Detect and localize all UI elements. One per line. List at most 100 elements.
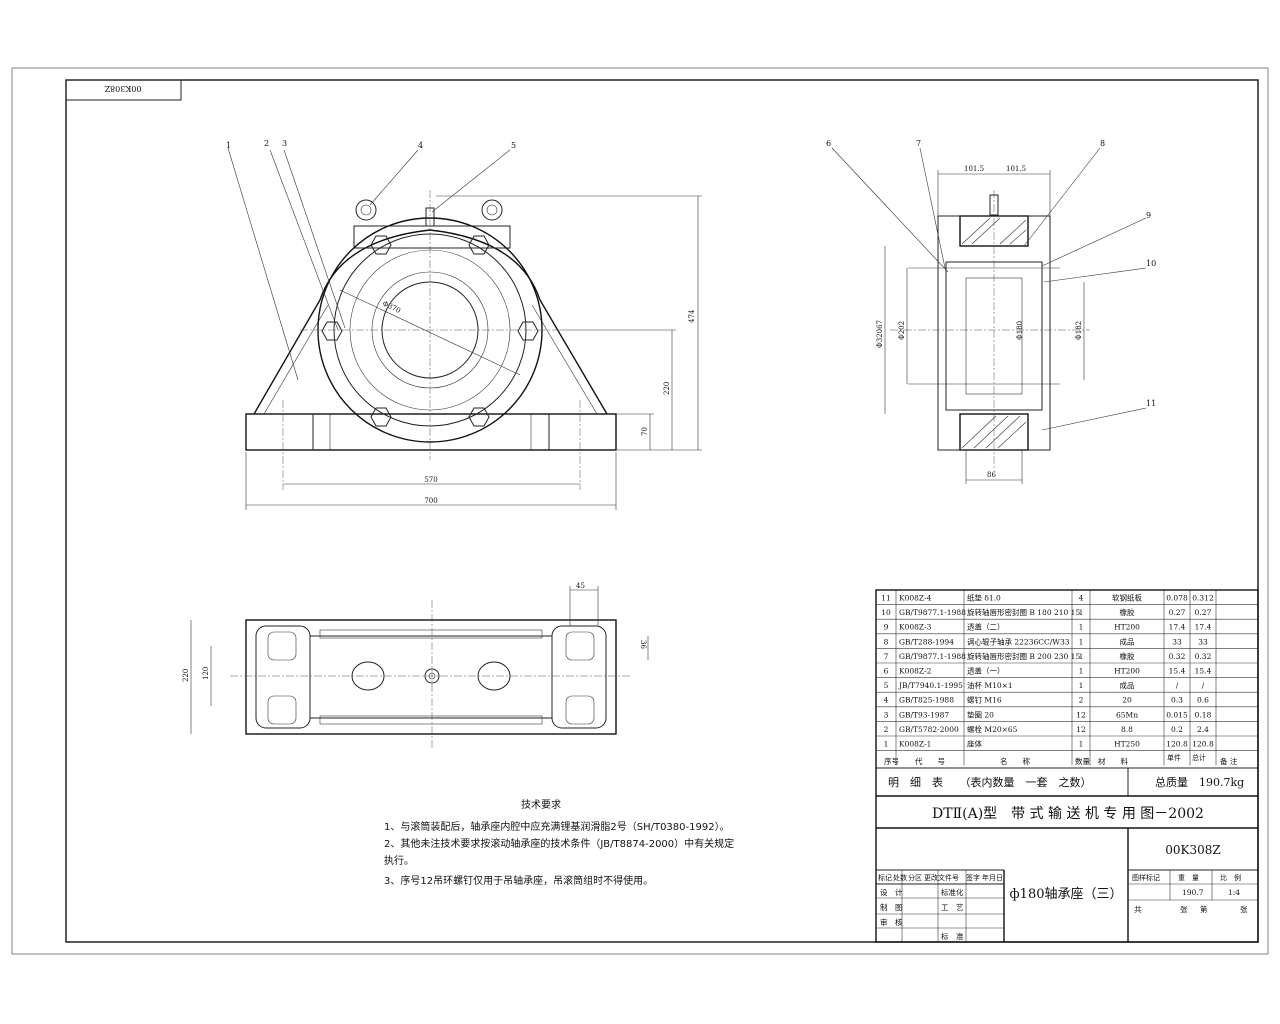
dim-182: Φ182: [1075, 321, 1083, 340]
part-label-5: 5: [511, 141, 516, 150]
rev-header-mark: 标记: [878, 873, 892, 882]
scale-value: 1:4: [1228, 888, 1240, 897]
bom-cell-material: 8.8: [1121, 725, 1133, 734]
side-section-view: 101.5 101.5 Φ32067 Φ202 Φ180 Φ182 86 6 7…: [826, 139, 1156, 484]
dim-474: 474: [688, 309, 696, 323]
outer-frame: [11, 67, 1269, 955]
bom-cell-no: 11: [881, 594, 891, 603]
requirements-title: 技术要求: [521, 798, 561, 811]
bom-cell-code: K008Z-1: [899, 740, 931, 749]
bom-cell-qty: 1: [1079, 623, 1084, 632]
bom-cell-name: 旋转轴唇形密封圈 B 200 230 15: [967, 651, 1080, 661]
role-draft: 制 图: [880, 902, 903, 912]
bom-cell-code: K008Z-3: [899, 623, 932, 632]
part-label-11: 11: [1146, 399, 1156, 408]
bom-cell-no: 5: [884, 681, 889, 690]
bom-header-qty: 数量: [1075, 756, 1091, 766]
bom-cell-code: GB/T9877.1-1988: [899, 608, 966, 617]
front-view: 570 700 474 220 70 Φ370 1 2 3 4 5: [226, 139, 702, 510]
dim-700: 700: [424, 497, 437, 505]
top-outline: [245, 619, 617, 735]
dim-570: 570: [424, 476, 437, 484]
dim-bore: Φ370: [381, 300, 402, 315]
bom-cell-unit: 0.32: [1169, 652, 1186, 661]
info-mark: 图样标记: [1132, 873, 1160, 882]
part-label-4: 4: [418, 141, 423, 150]
dim-top-45: 45: [576, 582, 585, 590]
bom-cell-total: 120.8: [1192, 740, 1214, 749]
bom-cell-unit: 120.8: [1166, 740, 1188, 749]
bom-caption: 明 细 表 （表内数量 一套 之数）: [888, 775, 1092, 789]
dim-top-36: 36: [639, 640, 647, 649]
rev-header-sign: 签字: [966, 873, 980, 882]
bom-cell-code: GB/T9877.1-1988: [899, 652, 966, 661]
bom-cell-total: 17.4: [1195, 623, 1212, 632]
dim-180: Φ180: [1016, 321, 1024, 340]
bom-cell-name: 旋转轴唇形密封圈 B 180 210 15: [967, 607, 1080, 617]
role-review: 审 核: [880, 917, 903, 927]
bom-cell-code: GB/T825-1988: [899, 696, 954, 705]
role-approve: 标 准: [941, 931, 964, 941]
top-view: 220 120 45 36: [182, 582, 649, 750]
bom-cell-name: 透盖（一）: [967, 666, 1005, 676]
dim-outer: Φ32067: [876, 320, 884, 348]
bom-cell-qty: 1: [1079, 681, 1084, 690]
requirement-2-cont: 执行。: [384, 854, 414, 867]
bom-cell-name: 纸垫 δ1.0: [967, 593, 1001, 603]
bom-cell-name: 调心辊子轴承 22236CC/W33: [967, 636, 1070, 646]
bom-cell-code: JB/T7940.1-1995: [898, 681, 963, 690]
bom-cell-no: 4: [884, 696, 889, 705]
bom-cell-qty: 1: [1079, 652, 1084, 661]
part-label-3: 3: [282, 139, 287, 148]
bolt-heads: [321, 235, 539, 427]
role-standard: 标准化: [941, 887, 964, 897]
part-label-6: 6: [826, 139, 831, 148]
requirement-3: 3、序号12吊环螺钉仅用于吊轴承座，吊滚筒组时不得使用。: [384, 874, 653, 887]
dim-70: 70: [641, 427, 649, 436]
bom-cell-name: 垫圈 20: [967, 709, 994, 719]
bom-cell-no: 2: [884, 725, 889, 734]
oil-cup-top: [424, 668, 440, 684]
bom-cell-unit: 0.2: [1171, 725, 1183, 734]
dim-top-220: 220: [182, 669, 190, 682]
bom-cell-material: 橡胶: [1120, 651, 1136, 661]
bom-cell-material: 20: [1122, 696, 1132, 705]
code-box: [65, 79, 182, 101]
bom-header-note: 备 注: [1220, 756, 1238, 766]
dim-220: 220: [663, 382, 671, 395]
bom-cell-total: 15.4: [1195, 667, 1212, 676]
part-label-8: 8: [1100, 139, 1105, 148]
housing-body: [253, 229, 608, 415]
bom-cell-unit: 0.3: [1171, 696, 1183, 705]
bom-cell-total: 0.27: [1195, 608, 1212, 617]
bom-cell-code: GB/T5782-2000: [899, 725, 959, 734]
rev-header-date: 年月日: [982, 873, 1003, 882]
bom-cell-code: K008Z-2: [899, 667, 932, 676]
bom-cell-qty: 1: [1079, 667, 1084, 676]
requirement-1: 1、与滚筒装配后，轴承座内腔中应充满锂基润滑脂2号（SH/T0380-1992）…: [384, 820, 730, 833]
rev-header-zone: 分区: [908, 873, 922, 882]
part-label-10: 10: [1146, 259, 1156, 268]
part-label-1: 1: [226, 141, 231, 150]
part-label-9: 9: [1146, 211, 1151, 220]
title-block: DTⅡ(A)型 带 式 输 送 机 专 用 图－2002 00K308Z 标记 …: [876, 806, 1258, 942]
sheet-unit-1: 张: [1180, 905, 1188, 914]
dim-202: Φ202: [898, 321, 906, 340]
bom-cell-material: HT250: [1114, 740, 1140, 749]
info-scale: 比 例: [1220, 873, 1241, 882]
part-label-7: 7: [916, 139, 921, 148]
dim-top-120: 120: [202, 667, 210, 680]
part-label-2: 2: [264, 139, 269, 148]
bom-cell-material: 橡胶: [1120, 607, 1136, 617]
bom-header-unit: 单件: [1167, 753, 1181, 762]
bom-cell-material: 软钢纸板: [1112, 593, 1142, 603]
role-design: 设 计: [880, 887, 903, 897]
dim-86: 86: [987, 471, 996, 479]
bom-cell-code: GB/T288-1994: [899, 637, 954, 646]
rev-header-doc: 更改文件号: [924, 873, 959, 882]
bom-cell-no: 3: [884, 710, 889, 719]
bom-cell-material: HT200: [1114, 623, 1140, 632]
bom-cell-no: 8: [884, 637, 889, 646]
